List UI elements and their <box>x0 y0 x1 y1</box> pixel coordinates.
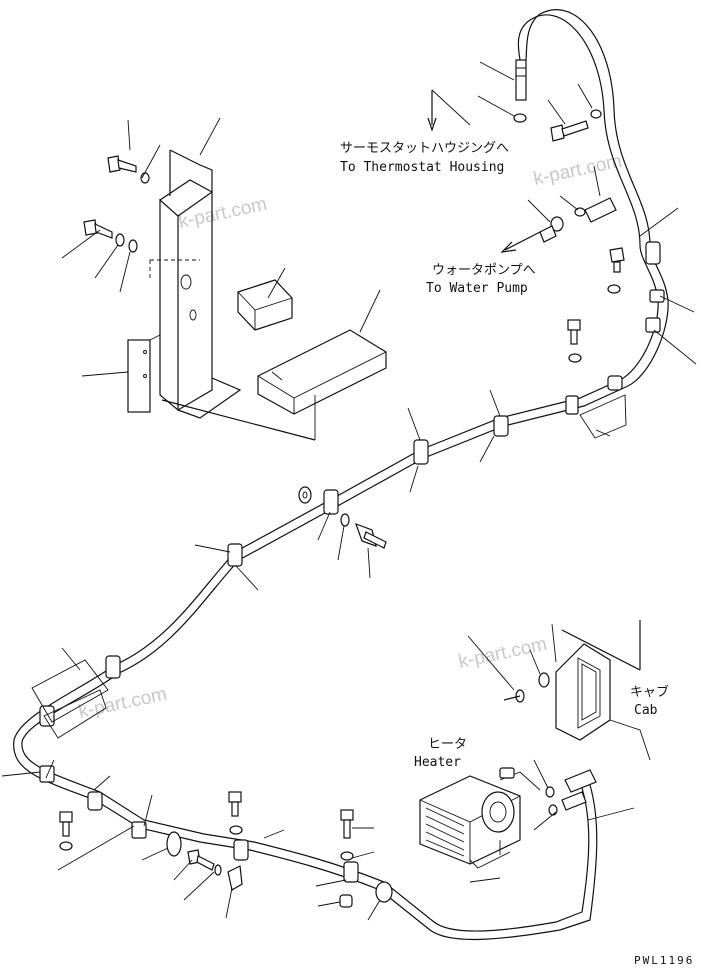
watermark-2: k-part.com <box>532 151 624 190</box>
label-thermostat-jp: サーモスタットハウジングへ <box>340 141 509 156</box>
bolt-7 <box>59 811 73 837</box>
label-heater-en: Heater <box>414 755 461 770</box>
washer-6 <box>607 284 621 294</box>
washer-8 <box>340 513 350 527</box>
clip-1 <box>227 865 243 891</box>
washer-2 <box>115 233 125 247</box>
rubber-pad-large <box>257 329 387 440</box>
arrow-water-pump <box>500 231 541 253</box>
bolt-1 <box>107 155 137 173</box>
cab-grommet-plug <box>503 672 550 703</box>
heater-unit <box>419 767 541 869</box>
washer-5 <box>590 109 602 119</box>
leaders-bracket <box>61 117 381 377</box>
bolt-6 <box>355 522 387 549</box>
washer-9 <box>59 841 73 851</box>
rubber-pad-small <box>237 279 293 331</box>
watermark-4: k-part.com <box>77 684 169 723</box>
washer-4 <box>513 113 527 123</box>
label-cab-en: Cab <box>634 703 658 718</box>
washer-7 <box>568 353 582 363</box>
label-water-pump-en: To Water Pump <box>426 281 528 296</box>
washer-10 <box>229 825 243 835</box>
heater-bracket <box>127 149 316 441</box>
drawing-code: PWL1196 <box>634 954 694 967</box>
water-pump-elbow <box>539 197 617 243</box>
label-thermostat-en: To Thermostat Housing <box>340 160 504 175</box>
spacer <box>339 894 353 908</box>
thermostat-nipple <box>515 59 527 101</box>
hose-sleeves <box>31 394 627 739</box>
label-heater-jp: ヒータ <box>428 737 467 752</box>
bolt-8 <box>228 791 242 817</box>
washer-3 <box>128 239 138 253</box>
washer-12 <box>340 851 354 861</box>
washer-11 <box>214 864 222 876</box>
bolt-10 <box>340 809 354 839</box>
bolt-2 <box>83 219 113 239</box>
heater-hose-fittings <box>545 769 597 816</box>
cab-wall <box>555 620 651 761</box>
hose-clamps <box>39 241 665 903</box>
bolt-3 <box>550 120 589 142</box>
bolt-4 <box>609 247 625 273</box>
bolt-5 <box>567 319 581 345</box>
label-cab-jp: キャブ <box>630 684 669 700</box>
leaders-misc <box>1 207 697 921</box>
grommet-1 <box>298 486 312 504</box>
label-water-pump-jp: ウォータポンプへ <box>432 263 536 278</box>
watermark-1: k-part.com <box>177 194 269 233</box>
arrow-thermostat <box>427 90 437 132</box>
